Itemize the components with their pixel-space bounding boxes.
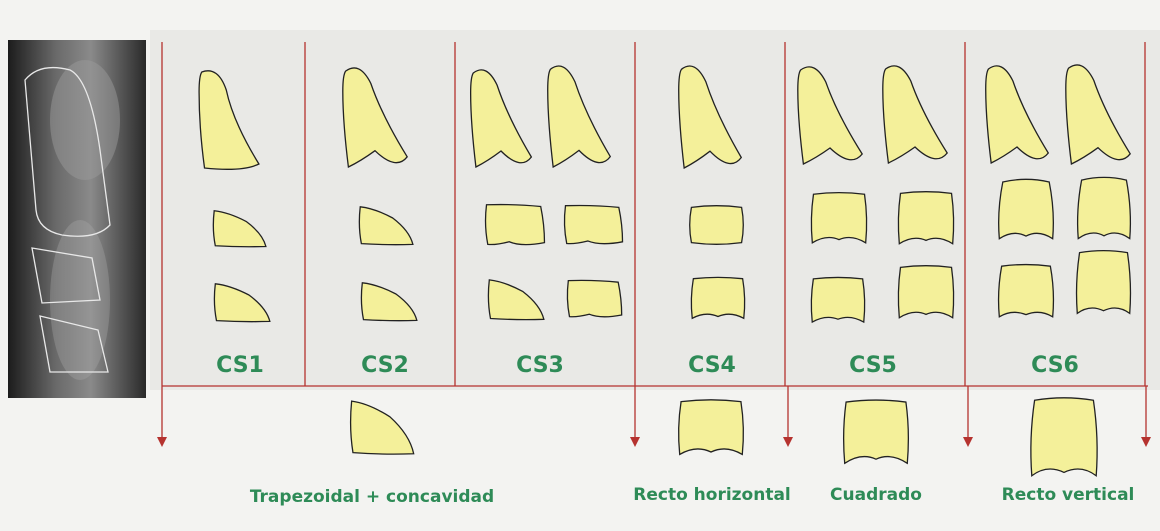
xray-c3-outline xyxy=(31,247,101,304)
xray-c4-outline xyxy=(39,315,109,373)
cs4-c4-vertebra xyxy=(691,277,744,318)
cs5-c2-vertebra-b xyxy=(883,66,947,163)
cs6-c4-vertebra-a xyxy=(999,265,1054,317)
cs6-c3-vertebra-b xyxy=(1078,177,1131,238)
shape-label-recto-vertical: Recto vertical xyxy=(1001,485,1135,505)
stage-label-cs6: CS6 xyxy=(1031,353,1079,378)
cs3-c2-vertebra-b xyxy=(548,66,611,167)
cs5-c2-vertebra-a xyxy=(798,67,862,164)
ref-cuadrado-vertebra xyxy=(844,400,909,463)
shape-label-trapezoidal: Trapezoidal + concavidad xyxy=(249,487,495,507)
stage-label-cs1: CS1 xyxy=(216,353,264,378)
cs4-c3-vertebra xyxy=(690,206,744,245)
cs1-c3-vertebra xyxy=(213,211,266,247)
cs4-c2-vertebra xyxy=(679,66,742,168)
cs5-c4-vertebra-b xyxy=(898,266,953,318)
cs3-c4-vertebra-b xyxy=(567,280,621,316)
cs1-c4-vertebra xyxy=(214,284,269,322)
ref-recto-vertical-vertebra xyxy=(1031,398,1097,476)
cs3-c4-vertebra-a xyxy=(488,280,543,320)
xray-image xyxy=(8,40,146,398)
shape-label-recto-horizontal: Recto horizontal xyxy=(633,485,791,505)
stage-label-cs5: CS5 xyxy=(849,353,897,378)
cs6-c3-vertebra-a xyxy=(999,179,1054,238)
stage-label-cs3: CS3 xyxy=(516,353,564,378)
cs1-c2-vertebra xyxy=(199,71,259,170)
cs6-c2-vertebra-a xyxy=(986,66,1049,163)
cs5-c4-vertebra-a xyxy=(811,277,864,322)
ref-trapezoidal-vertebra xyxy=(351,401,414,454)
cs3-c3-vertebra-b xyxy=(564,205,622,243)
ref-recto-horizontal-vertebra xyxy=(679,400,744,455)
cs6-c2-vertebra-b xyxy=(1066,65,1130,164)
cs3-c3-vertebra-a xyxy=(486,205,545,245)
stage-label-cs2: CS2 xyxy=(361,353,409,378)
stage-label-cs4: CS4 xyxy=(688,353,736,378)
cs2-c3-vertebra xyxy=(359,207,413,245)
cs2-c4-vertebra xyxy=(361,283,416,321)
cs5-c3-vertebra-a xyxy=(811,193,866,243)
cs5-c3-vertebra-b xyxy=(898,192,953,244)
cs3-c2-vertebra-a xyxy=(471,70,532,167)
cs6-c4-vertebra-b xyxy=(1077,251,1131,314)
xray-c2-outline xyxy=(24,66,111,237)
shape-label-cuadrado: Cuadrado xyxy=(830,485,922,505)
cs2-c2-vertebra xyxy=(343,68,407,167)
